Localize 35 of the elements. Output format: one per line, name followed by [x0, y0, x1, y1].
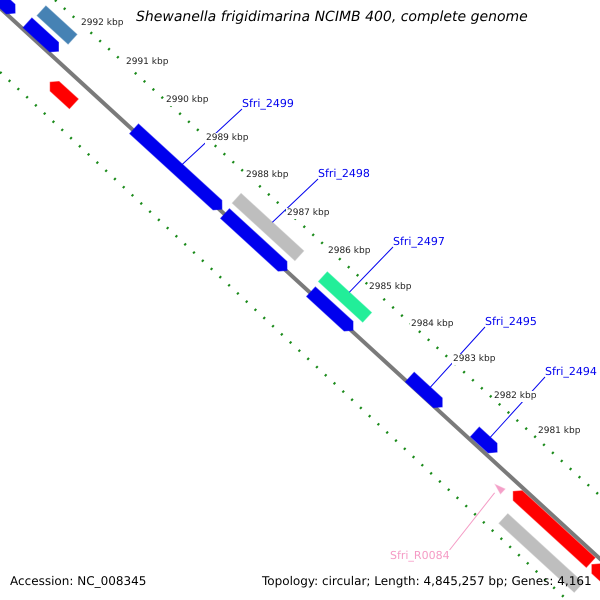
scale-label: 2987 kbp [286, 208, 330, 219]
leader-line [430, 326, 486, 388]
scale-label: 2984 kbp [410, 319, 454, 330]
scale-label: 2992 kbp [80, 18, 124, 29]
scale-label: 2981 kbp [537, 426, 582, 437]
gene-block [470, 426, 498, 454]
leader-line [272, 178, 318, 223]
gene-label: Sfri_2497 [393, 236, 445, 247]
gene-label: Sfri_2498 [318, 168, 370, 179]
info-text: Topology: circular; Length: 4,845,257 bp; Genes: 4,161 [262, 575, 592, 587]
gene-block [50, 80, 79, 110]
scale-label: 2983 kbp [452, 354, 496, 365]
scale-label: 2991 kbp [125, 57, 170, 68]
gene-label: Sfri_2494 [545, 366, 597, 377]
gene-block [512, 490, 596, 568]
scale-label: 2989 kbp [205, 133, 250, 144]
gene-block [220, 208, 288, 272]
gene-block [0, 0, 16, 14]
scale-label: 2986 kbp [327, 246, 372, 257]
scale-label: 2990 kbp [165, 95, 210, 106]
scale-label: 2985 kbp [368, 282, 412, 293]
gene-label: Sfri_2495 [485, 316, 537, 327]
gene-block [36, 5, 78, 45]
gene-label: Sfri_2499 [242, 98, 294, 109]
gene-marker [494, 484, 506, 495]
gene-block [404, 372, 443, 408]
info-text: Accession: NC_008345 [10, 575, 146, 587]
gene-block [306, 286, 354, 332]
gene-label: Sfri_R0084 [390, 550, 450, 561]
gene-block [22, 17, 59, 52]
scale-label: 2988 kbp [245, 170, 290, 181]
leader-line [449, 492, 496, 550]
leader-line [348, 246, 394, 293]
title: Shewanella frigidimarina NCIMB 400, complete genome [136, 10, 528, 24]
scale-label: 2982 kbp [493, 391, 538, 402]
